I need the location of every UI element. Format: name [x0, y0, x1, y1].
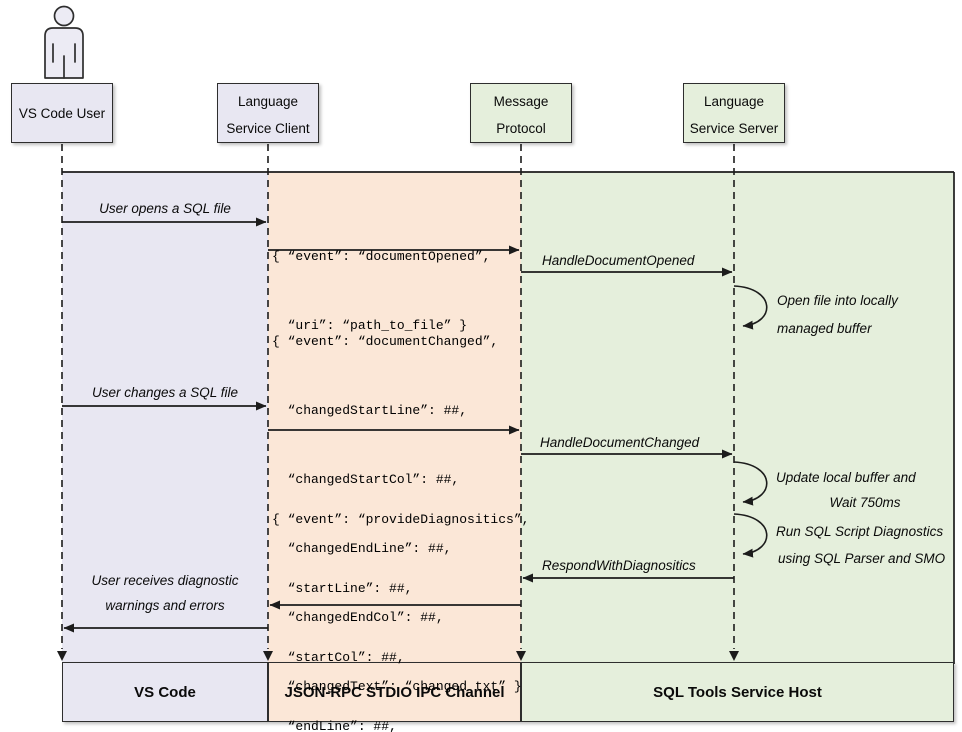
actor-label: Language — [703, 93, 765, 109]
payload-line: “endLine”: ##, — [272, 719, 397, 732]
note-update-buffer-line2: Wait 750ms — [829, 495, 901, 510]
payload-line: “changedEndCol”: ##, — [272, 610, 444, 625]
payload-line: { “event”: “documentChanged”, — [272, 334, 499, 349]
terminus-sql-tools-service-host: SQL Tools Service Host — [521, 662, 954, 722]
vscode-lane-background — [62, 172, 268, 722]
label-user-opens-sql-file: User opens a SQL file — [99, 201, 231, 216]
actor-box-message-protocol: Message Protocol — [470, 83, 572, 143]
payload-line: { “event”: “documentOpened”, — [272, 249, 491, 264]
payload-line: “changedStartLine”: ##, — [272, 403, 468, 418]
payload-provide-diagnostics: { “event”: “provideDiagnositics”, “start… — [272, 462, 529, 732]
actor-box-language-service-server: Language Service Server — [683, 83, 785, 143]
payload-line: “changedStartCol”: ##, — [272, 472, 460, 487]
jsonrpc-lane-background — [268, 172, 521, 722]
user-actor-icon — [44, 5, 84, 79]
note-open-buffer-line2: managed buffer — [777, 321, 872, 336]
note-open-buffer-line1: Open file into locally — [777, 293, 898, 308]
payload-line: “startCol”: ##, — [272, 650, 405, 665]
payload-line: “changedText”: “changed txt” } — [272, 679, 522, 694]
payload-line: { “event”: “provideDiagnositics”, — [272, 512, 530, 527]
terminus-label: JSON-RPC STDIO IPC Channel — [284, 683, 505, 701]
terminus-vscode: VS Code — [62, 662, 268, 722]
actor-box-vscode-user: VS Code User — [11, 83, 113, 143]
actor-label: Service Server — [689, 120, 779, 136]
note-run-diagnostics-line2: using SQL Parser and SMO — [778, 551, 946, 566]
label-user-receives-line2: warnings and errors — [105, 598, 225, 613]
payload-line: “changedEndLine”: ##, — [272, 541, 452, 556]
actor-box-language-service-client: Language Service Client — [217, 83, 319, 143]
actor-label: VS Code User — [18, 105, 106, 121]
actor-label: Language — [237, 93, 299, 109]
payload-document-changed: { “event”: “documentChanged”, “changedSt… — [272, 284, 522, 732]
payload-line: “uri”: “path_to_file” } — [272, 318, 468, 333]
label-handle-document-changed: HandleDocumentChanged — [540, 435, 700, 450]
label-handle-document-opened: HandleDocumentOpened — [542, 253, 695, 268]
terminus-jsonrpc-channel: JSON-RPC STDIO IPC Channel — [268, 662, 521, 722]
host-lane-background — [521, 172, 954, 722]
note-run-diagnostics-line1: Run SQL Script Diagnostics — [776, 524, 944, 539]
actor-label: Service Client — [226, 120, 310, 136]
label-respond-with-diagnostics: RespondWithDiagnositics — [542, 558, 696, 573]
label-user-changes-sql-file: User changes a SQL file — [91, 385, 239, 400]
actor-label: Message — [493, 93, 549, 109]
actor-label: Protocol — [496, 120, 546, 136]
payload-line: “startLine”: ##, — [272, 581, 413, 596]
payload-document-opened: { “event”: “documentOpened”, “uri”: “pat… — [272, 199, 490, 383]
terminus-label: VS Code — [134, 683, 196, 701]
note-update-buffer-line1: Update local buffer and — [776, 470, 916, 485]
label-user-receives-line1: User receives diagnostic — [91, 573, 239, 588]
terminus-label: SQL Tools Service Host — [653, 683, 822, 701]
